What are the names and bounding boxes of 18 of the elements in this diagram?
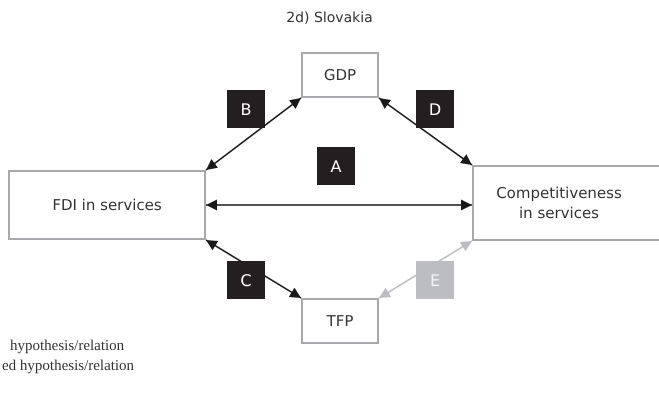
edge-label: B — [227, 90, 265, 128]
box-label: FDI in services — [52, 194, 162, 216]
edge-label: D — [416, 90, 454, 128]
box-label: Competitiveness in services — [495, 182, 623, 224]
edge-label: A — [317, 147, 355, 185]
box-label: TFP — [326, 310, 354, 332]
double-arrow — [378, 97, 472, 166]
box-label: GDP — [324, 64, 356, 86]
process-box — [301, 52, 379, 98]
process-box — [8, 170, 206, 240]
diagram-title: 2d) Slovakia — [285, 10, 374, 26]
legend-note: ed hypothesis/relation — [2, 358, 134, 375]
process-box — [472, 165, 659, 241]
legend-note: hypothesis/relation — [10, 338, 124, 355]
double-arrow — [206, 97, 302, 171]
process-box — [301, 298, 379, 344]
edge-label: C — [227, 261, 265, 299]
double-arrow — [206, 200, 472, 210]
